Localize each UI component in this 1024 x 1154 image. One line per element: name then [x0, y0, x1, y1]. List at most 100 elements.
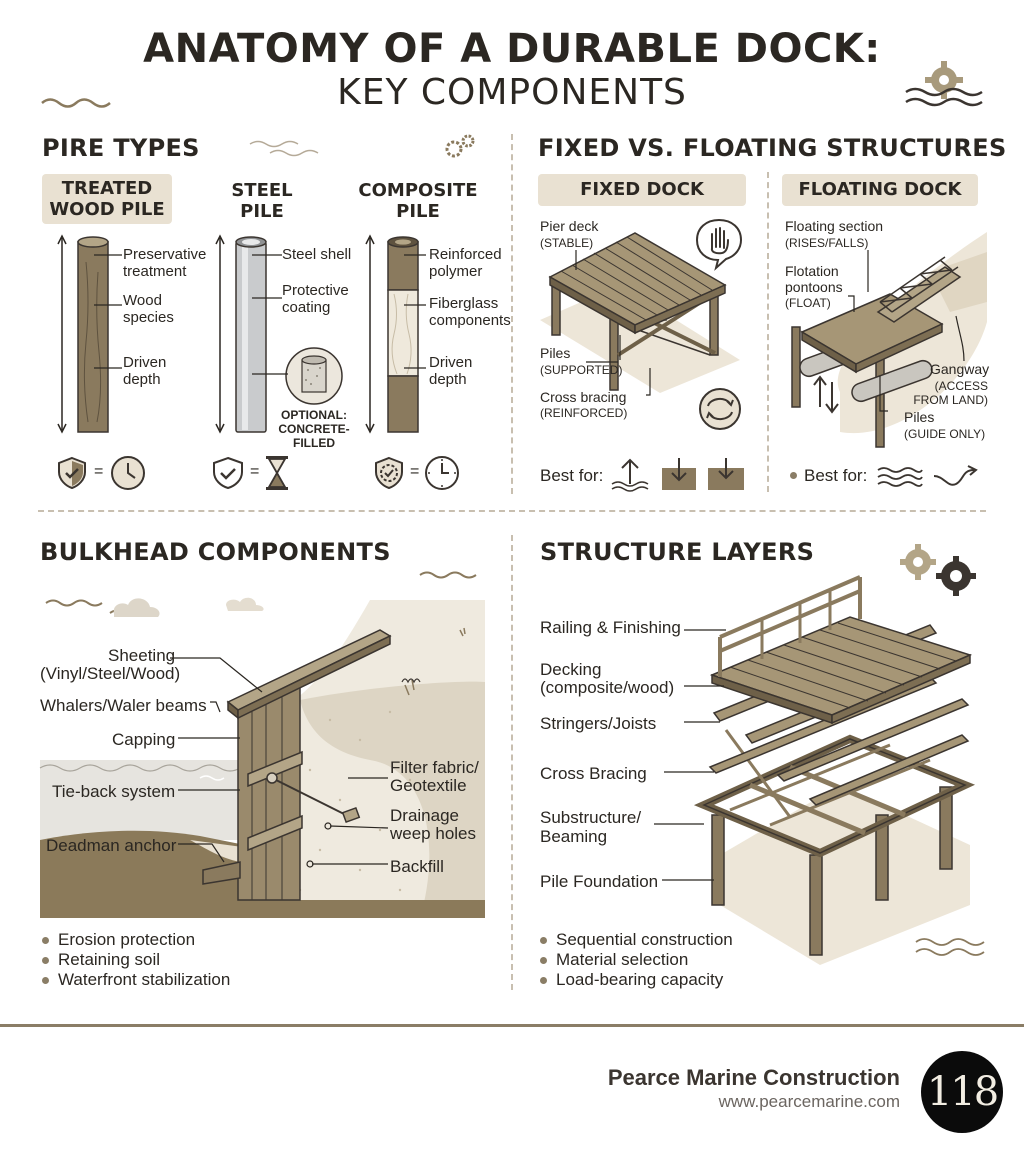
bullet-dot — [790, 472, 797, 479]
label-deadman: Deadman anchor — [46, 836, 177, 855]
steel-pile-title: STEEL PILE — [231, 180, 293, 222]
label-cross-bracing-note: (REINFORCED) — [540, 406, 628, 420]
floating-dock-title: FLOATING DOCK — [782, 174, 978, 206]
page-number-badge: 118 — [921, 1051, 1003, 1133]
floating-dock-leaders — [848, 250, 965, 412]
label-protective-coating: Protective coating — [282, 282, 349, 316]
company-name: Pearce Marine Construction — [607, 1065, 900, 1090]
bulkhead-illustration — [39, 600, 485, 918]
wave-icon — [41, 98, 111, 108]
clock-icon — [111, 456, 145, 490]
gear-icon — [445, 134, 475, 158]
list-item: Sequential construction — [538, 930, 733, 950]
label-driven-depth-wood: Driven depth — [123, 354, 167, 388]
layers-heading: STRUCTURE LAYERS — [540, 538, 815, 566]
wave-icon — [915, 938, 985, 956]
label-flotation-note: (FLOAT) — [785, 296, 831, 310]
page-title: ANATOMY OF A DURABLE DOCK: — [143, 26, 881, 72]
label-tieback: Tie-back system — [52, 782, 176, 801]
bulkhead-heading: BULKHEAD COMPONENTS — [40, 538, 391, 566]
list-item: Erosion protection — [40, 930, 230, 950]
gear-icon — [905, 61, 983, 107]
label-sheeting-note: (Vinyl/Steel/Wood) — [40, 664, 181, 683]
label-steel-shell: Steel shell — [282, 246, 352, 263]
label-floating-piles: Piles — [904, 409, 935, 425]
shield-icon — [375, 456, 403, 490]
refresh-icon — [699, 388, 741, 430]
label-filter: Filter fabric/ — [390, 758, 479, 777]
label-floating-piles-note: (GUIDE ONLY) — [904, 427, 986, 441]
equals-sign: = — [410, 463, 420, 480]
composite-pile-illustration — [365, 234, 419, 434]
wave-icon — [249, 140, 319, 157]
label-capping: Capping — [112, 730, 176, 749]
label-stringers: Stringers/Joists — [540, 714, 657, 733]
label-fixed-piles: Piles — [540, 345, 571, 361]
footer-divider — [0, 1024, 1024, 1027]
fixed-dock-illustration — [540, 232, 740, 393]
layers-bullets: Sequential construction Material selecti… — [538, 930, 733, 990]
label-pier-deck-note: (STABLE) — [540, 236, 594, 250]
equals-sign: = — [250, 463, 260, 480]
label-drainage: Drainage — [390, 806, 459, 825]
list-item: Waterfront stabilization — [40, 970, 230, 990]
page-subtitle: KEY COMPONENTS — [337, 72, 687, 113]
list-item: Material selection — [538, 950, 733, 970]
label-sheeting: Sheeting — [108, 646, 176, 665]
label-layers-bracing: Cross Bracing — [540, 764, 647, 783]
label-pier-deck: Pier deck — [540, 218, 599, 234]
pile-types-heading: PIRE TYPES — [42, 134, 200, 162]
label-driven-depth-composite: Driven depth — [429, 354, 473, 388]
label-decking-note: (composite/wood) — [540, 678, 675, 697]
list-item: Load-bearing capacity — [538, 970, 733, 990]
hand-icon — [695, 218, 743, 271]
list-item: Retaining soil — [40, 950, 230, 970]
company-url[interactable]: www.pearcemarine.com — [718, 1092, 900, 1111]
fixed-best-for: Best for: — [540, 466, 604, 485]
label-floating-section: Floating section — [785, 218, 884, 234]
wood-pile-illustration — [57, 234, 109, 434]
label-drainage-2: weep holes — [390, 824, 477, 843]
label-substructure-2: Beaming — [540, 827, 608, 846]
floating-best-for: Best for: — [804, 466, 868, 485]
bulkhead-bullets: Erosion protection Retaining soil Waterf… — [40, 930, 230, 990]
label-gangway: Gangway — [930, 361, 990, 377]
equals-sign: = — [94, 463, 104, 480]
cloud-icon — [45, 571, 477, 617]
composite-pile-leaders — [404, 254, 426, 369]
label-cross-bracing: Cross bracing — [540, 389, 627, 405]
label-gangway-note: (ACCESS FROM LAND) — [913, 379, 988, 407]
layers-leaders — [654, 629, 726, 881]
fixed-dock-title: FIXED DOCK — [538, 174, 746, 206]
clock-icon — [425, 456, 459, 490]
shield-icon — [58, 456, 86, 490]
label-substructure: Substructure/ — [540, 808, 642, 827]
wave-icon — [611, 458, 744, 492]
fixed-floating-heading: FIXED VS. FLOATING STRUCTURES — [538, 134, 1007, 162]
gear-icon — [900, 544, 976, 596]
wood-pile-title: TREATED WOOD PILE — [42, 174, 172, 224]
label-backfill: Backfill — [390, 857, 444, 876]
label-filter-2: Geotextile — [390, 776, 467, 795]
hourglass-icon — [266, 456, 288, 490]
label-fixed-piles-note: (SUPPORTED) — [540, 363, 623, 377]
label-floating-section-note: (RISES/FALLS) — [785, 236, 869, 250]
wood-pile-leaders — [94, 254, 122, 369]
bulkhead-leaders — [170, 657, 389, 868]
label-reinforced-polymer: Reinforced polymer — [429, 246, 502, 280]
steel-pile-leaders — [252, 254, 288, 375]
label-foundation: Pile Foundation — [540, 872, 659, 891]
label-decking: Decking — [540, 660, 602, 679]
steel-pile-illustration — [215, 234, 343, 434]
fixed-dock-leaders — [575, 250, 651, 396]
composite-pile-title: COMPOSITE PILE — [358, 180, 478, 222]
label-whalers: Whalers/Waler beams — [40, 696, 207, 715]
wave-icon — [877, 465, 978, 487]
label-wood-species: Wood species — [123, 292, 174, 326]
shield-icon — [213, 456, 243, 490]
label-optional-concrete: OPTIONAL: CONCRETE-FILLED — [278, 408, 350, 450]
label-preservative: Preservative treatment — [123, 246, 207, 280]
layers-illustration — [693, 575, 976, 965]
label-flotation: Flotation pontoons — [785, 263, 843, 295]
label-fiberglass: Fiberglass components — [429, 295, 511, 329]
